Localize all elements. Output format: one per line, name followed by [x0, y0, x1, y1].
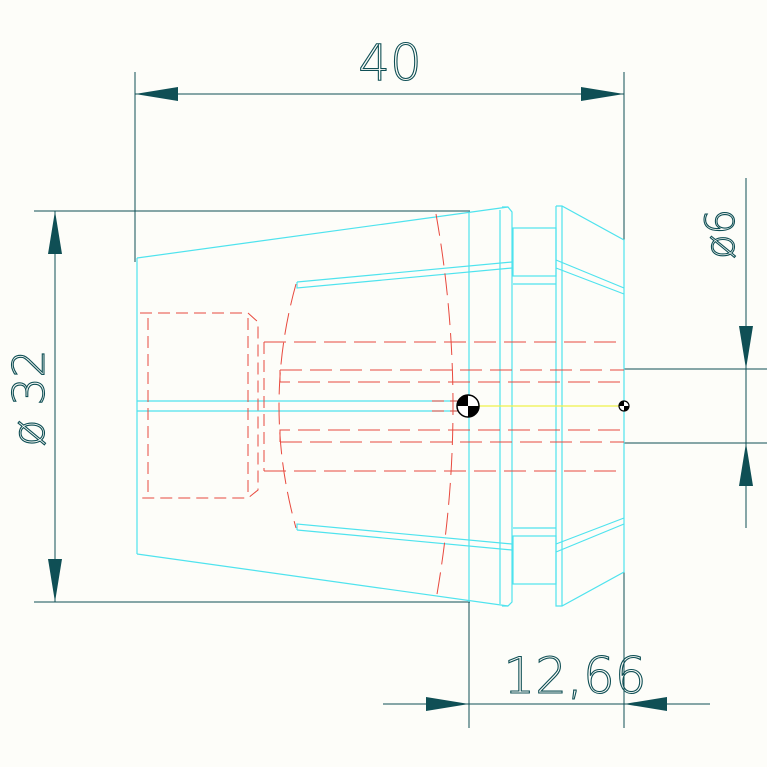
bore-diameter-label: ø6 — [698, 209, 744, 259]
length-dimension: 40 — [134, 33, 625, 728]
taper-length-dimension: 12,66 — [383, 212, 710, 728]
bore-line-5 — [279, 429, 624, 442]
groove-top — [512, 227, 557, 277]
internal-arc-right — [435, 213, 454, 601]
length-arrow-right — [581, 87, 624, 101]
bore-line-3 — [279, 370, 624, 383]
bore-arrow-top — [739, 326, 753, 369]
taper-rim — [502, 206, 513, 607]
inner-slot-bottom-a — [296, 523, 513, 545]
bore-diameter-dimension: ø6 — [624, 178, 767, 528]
outer-diameter-dimension: ø 32 — [3, 210, 470, 603]
cone-top-edge — [136, 206, 509, 259]
rear-slot-bottom-b — [555, 517, 625, 545]
taper-arrow-right — [624, 697, 667, 711]
bore-arrow-bottom — [739, 443, 753, 486]
center-of-mass-icon — [456, 394, 480, 418]
length-label: 40 — [358, 34, 422, 92]
length-arrow-left — [135, 87, 178, 101]
origin-marker-icon — [618, 400, 630, 412]
groove-bottom — [512, 535, 557, 585]
rear-slot-top — [555, 259, 625, 289]
front-recess — [140, 312, 259, 499]
inner-slot-top-a — [296, 267, 513, 289]
diameter-arrow-bottom — [48, 559, 62, 602]
taper-arrow-left — [426, 697, 469, 711]
outer-diameter-label: ø 32 — [4, 350, 55, 447]
cone-bottom-edge — [136, 553, 509, 607]
hidden-lines — [140, 213, 624, 601]
centerline-group — [456, 394, 630, 418]
rear-slot-top-b — [555, 267, 625, 295]
internal-arc-left — [278, 283, 297, 529]
rear-slot-bottom — [555, 523, 625, 553]
diameter-arrow-top — [48, 211, 62, 254]
collet-outline — [136, 205, 625, 607]
inner-slot-top-b — [296, 261, 513, 283]
taper-length-label: 12,66 — [503, 647, 646, 705]
inner-slot-bottom-b — [296, 529, 513, 551]
